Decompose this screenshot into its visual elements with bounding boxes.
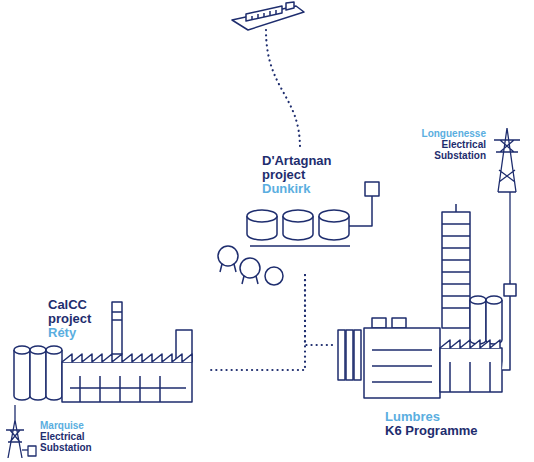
site-label: CalCC projectRéty <box>48 298 112 340</box>
terminal-illustration <box>218 246 238 266</box>
pipeline-connector <box>210 275 305 370</box>
cement-plant-rety <box>30 346 46 354</box>
cement-plant-rety <box>112 312 122 320</box>
substation-pylon <box>22 449 28 450</box>
substation-name: Longuenesse <box>400 128 486 139</box>
terminal-illustration <box>218 182 379 285</box>
cement-plant-rety <box>46 350 62 400</box>
cement-plant-lumbres <box>486 296 502 304</box>
project-name: CalCC project <box>48 298 112 326</box>
site-node: LonguenesseElectrical Substation <box>400 125 525 195</box>
cement-plant-lumbres <box>440 348 502 392</box>
cement-plant-lumbres <box>504 284 516 296</box>
cement-plant-lumbres <box>364 328 440 398</box>
terminal-illustration <box>365 182 379 196</box>
substation-pylon <box>28 446 36 456</box>
cement-plant-rety <box>112 302 122 354</box>
cement-plant-lumbres <box>440 340 500 348</box>
cement-plant-lumbres <box>470 296 486 304</box>
cement-plant-rety <box>46 346 62 354</box>
tanker-ship <box>246 6 282 21</box>
cement-plant-rety <box>70 376 186 402</box>
site-node: CalCC projectRéty <box>10 295 210 405</box>
project-name: D'Artagnan project <box>262 154 352 182</box>
pipeline-connector <box>305 275 335 345</box>
tanker-ship <box>286 2 294 10</box>
substation-type: Electrical Substation <box>400 139 486 161</box>
programme-name: K6 Programme <box>385 424 515 438</box>
cement-plant-lumbres <box>392 318 406 328</box>
cement-plant-lumbres <box>338 204 516 398</box>
terminal-illustration <box>319 210 349 222</box>
site-node: LumbresK6 Programme <box>335 280 520 445</box>
terminal-illustration <box>349 196 372 226</box>
cement-plant-rety <box>14 350 30 400</box>
site-node: MarquiseElectrical Substation <box>0 416 110 462</box>
cement-plant-rety <box>14 302 192 402</box>
substation-pylon <box>494 128 520 195</box>
cement-plant-lumbres <box>442 204 470 308</box>
cement-plant-lumbres <box>372 318 386 328</box>
substation-pylon <box>6 416 36 458</box>
cement-plant-lumbres <box>450 362 490 392</box>
cement-plant-rety <box>14 346 30 354</box>
terminal-illustration <box>250 245 350 247</box>
substation-name: Marquise <box>40 420 106 431</box>
cement-plant-lumbres <box>354 330 361 380</box>
site-label: D'Artagnan projectDunkirk <box>262 154 352 196</box>
terminal-illustration <box>283 210 313 222</box>
terminal-illustration <box>265 267 283 285</box>
substation-pylon <box>6 416 24 458</box>
site-location: Réty <box>48 326 112 340</box>
shipping-route <box>266 30 300 148</box>
substation-pylon <box>494 128 520 195</box>
cement-plant-lumbres <box>372 350 432 382</box>
tanker-ship <box>232 6 304 30</box>
cement-plant-rety <box>62 362 192 402</box>
site-label: MarquiseElectrical Substation <box>40 420 106 453</box>
cement-plant-lumbres <box>486 300 502 344</box>
cement-plant-lumbres <box>442 212 470 328</box>
cement-plant-rety <box>30 350 46 400</box>
site-label: LumbresK6 Programme <box>385 410 515 438</box>
power-line <box>14 405 15 416</box>
cement-plant-lumbres <box>470 300 486 344</box>
substation-type: Electrical Substation <box>40 431 106 453</box>
cement-plant-lumbres <box>338 330 345 380</box>
site-location: Dunkirk <box>262 182 352 196</box>
terminal-illustration <box>247 210 277 222</box>
tanker-ship <box>232 2 304 30</box>
terminal-illustration <box>240 258 260 278</box>
power-line <box>509 195 510 280</box>
site-label: LonguenesseElectrical Substation <box>400 128 486 161</box>
cement-plant-lumbres <box>502 296 510 370</box>
site-node: D'Artagnan projectDunkirk <box>215 150 375 275</box>
cement-plant-lumbres <box>346 330 353 380</box>
tanker-ship <box>252 10 276 19</box>
site-location: Lumbres <box>385 410 515 424</box>
cement-plant-rety <box>62 354 192 362</box>
